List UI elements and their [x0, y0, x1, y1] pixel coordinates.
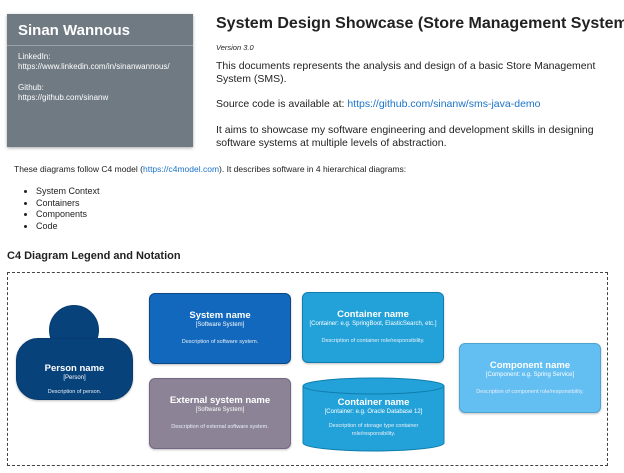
- source-code-label: Source code is available at:: [216, 98, 348, 110]
- component-node: Component name [Component: e.g. Spring S…: [459, 343, 601, 413]
- source-code-paragraph: Source code is available at: https://git…: [216, 98, 611, 111]
- person-type: [Person]: [63, 375, 86, 381]
- c4-intro-suffix: ). It describes software in 4 hierarchic…: [219, 164, 407, 174]
- page-title: System Design Showcase (Store Management…: [216, 15, 624, 32]
- profile-card: Sinan Wannous LinkedIn: https://www.link…: [7, 14, 193, 147]
- github-label: Github:: [18, 83, 44, 92]
- list-item: System Context: [36, 186, 100, 198]
- list-item: Containers: [36, 198, 100, 210]
- external-title: External system name: [169, 395, 271, 406]
- external-type: [Software System]: [195, 407, 245, 413]
- container-title: Container name: [337, 309, 409, 320]
- c4model-link[interactable]: https://c4model.com: [142, 164, 220, 174]
- database-title: Container name: [337, 397, 410, 408]
- legend-heading: C4 Diagram Legend and Notation: [7, 250, 181, 262]
- intro-paragraph: This documents represents the analysis a…: [216, 60, 596, 85]
- list-item: Code: [36, 221, 100, 233]
- system-node: System name [Software System] Descriptio…: [149, 293, 291, 364]
- github-link[interactable]: https://github.com/sinanw: [18, 93, 109, 102]
- component-title: Component name: [489, 360, 571, 371]
- external-desc: Description of external software system.: [171, 424, 269, 430]
- person-desc: Description of person.: [47, 389, 102, 395]
- version-label: Version 3.0: [216, 43, 254, 52]
- container-type: [Container: e.g. SpringBoot, ElasticSear…: [309, 321, 437, 327]
- external-system-node: External system name [Software System] D…: [149, 378, 291, 449]
- c4-intro-prefix: These diagrams follow C4 model (: [14, 164, 143, 174]
- database-cylinder-shape: [302, 377, 445, 452]
- source-code-link[interactable]: https://github.com/sinanw/sms-java-demo: [347, 98, 541, 110]
- person-node: Person name [Person] Description of pers…: [16, 338, 133, 400]
- c4-levels-list: System Context Containers Components Cod…: [26, 186, 100, 232]
- list-item: Components: [36, 209, 100, 221]
- system-desc: Description of software system.: [181, 339, 259, 345]
- database-text: Container name [Container: e.g. Oracle D…: [302, 397, 445, 438]
- person-title: Person name: [44, 363, 105, 374]
- component-type: [Component: e.g. Spring Service]: [485, 372, 575, 378]
- container-desc: Description of container role/responsibi…: [321, 338, 425, 344]
- system-type: [Software System]: [195, 322, 245, 328]
- aim-paragraph: It aims to showcase my software engineer…: [216, 124, 594, 149]
- system-title: System name: [189, 310, 251, 321]
- database-type: [Container: e.g. Oracle Database 12]: [324, 409, 423, 415]
- container-node: Container name [Container: e.g. SpringBo…: [302, 292, 444, 363]
- database-node: Container name [Container: e.g. Oracle D…: [302, 377, 445, 452]
- database-desc: Description of storage type container ro…: [328, 423, 419, 437]
- linkedin-label: LinkedIn:: [18, 52, 51, 61]
- linkedin-link[interactable]: https://www.linkedin.com/in/sinanwannous…: [18, 62, 170, 71]
- component-desc: Description of component role/responsibi…: [476, 389, 584, 395]
- profile-links: LinkedIn: https://www.linkedin.com/in/si…: [7, 46, 193, 109]
- profile-name: Sinan Wannous: [7, 14, 193, 46]
- legend-diagram: Person name [Person] Description of pers…: [7, 272, 608, 466]
- c4-intro: These diagrams follow C4 model (https://…: [14, 164, 406, 174]
